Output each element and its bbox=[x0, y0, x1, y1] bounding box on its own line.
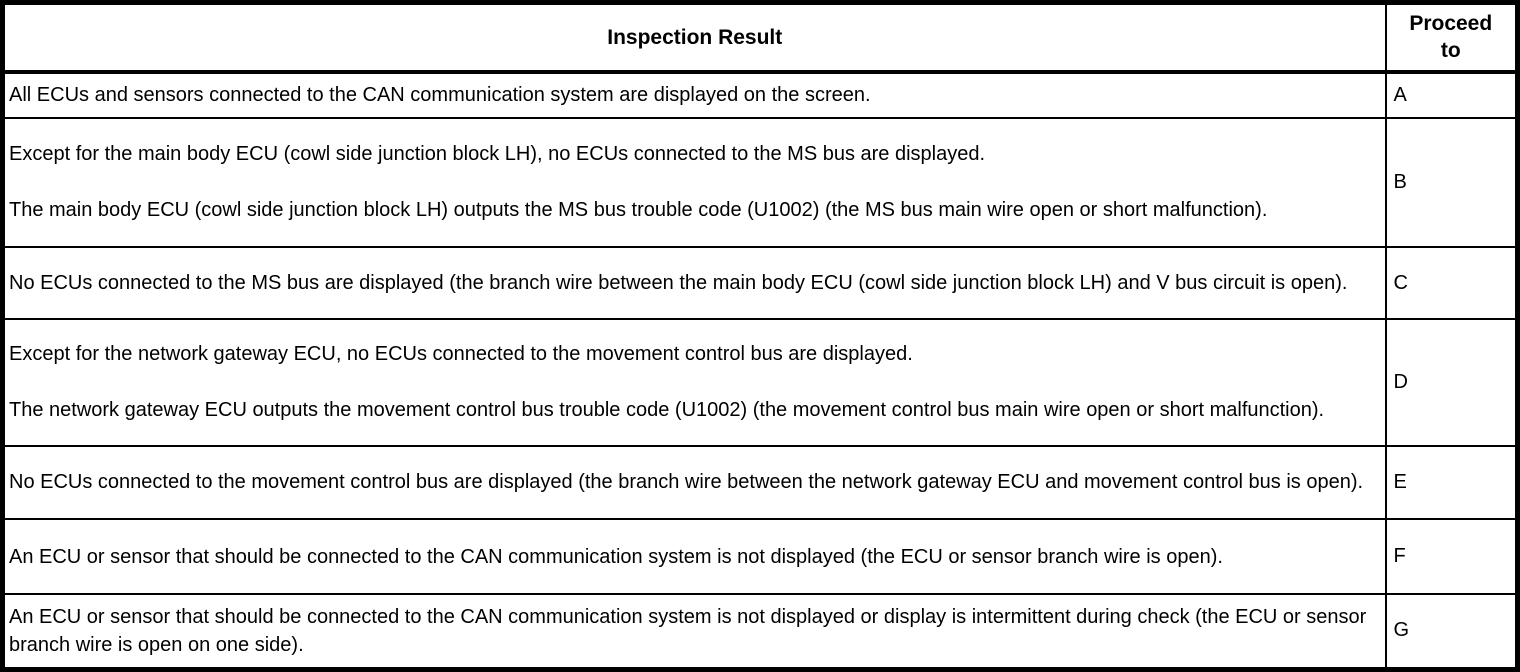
proceed-to-cell: G bbox=[1384, 592, 1519, 671]
inspection-result-cell: Except for the main body ECU (cowl side … bbox=[1, 116, 1387, 249]
inspection-result-cell: No ECUs connected to the movement contro… bbox=[1, 444, 1387, 521]
table-row: All ECUs and sensors connected to the CA… bbox=[1, 70, 1519, 119]
proceed-to-cell: F bbox=[1384, 518, 1519, 595]
table-row: An ECU or sensor that should be connecte… bbox=[1, 592, 1519, 671]
proceed-to-cell: C bbox=[1384, 246, 1519, 320]
inspection-result-cell: No ECUs connected to the MS bus are disp… bbox=[1, 246, 1387, 320]
proceed-to-header: Proceed to bbox=[1384, 1, 1519, 74]
inspection-result-cell: An ECU or sensor that should be connecte… bbox=[1, 592, 1387, 671]
proceed-to-cell: D bbox=[1384, 317, 1519, 447]
proceed-to-cell: B bbox=[1384, 116, 1519, 249]
proceed-to-cell: A bbox=[1384, 70, 1519, 119]
table-row: Except for the main body ECU (cowl side … bbox=[1, 116, 1519, 249]
table-header-row: Inspection Result Proceed to bbox=[1, 1, 1519, 74]
table-row: No ECUs connected to the movement contro… bbox=[1, 444, 1519, 521]
inspection-result-cell: An ECU or sensor that should be connecte… bbox=[1, 518, 1387, 595]
inspection-result-cell: All ECUs and sensors connected to the CA… bbox=[1, 70, 1387, 119]
table-row: No ECUs connected to the MS bus are disp… bbox=[1, 246, 1519, 320]
table-row: Except for the network gateway ECU, no E… bbox=[1, 317, 1519, 447]
proceed-to-cell: E bbox=[1384, 444, 1519, 521]
table-row: An ECU or sensor that should be connecte… bbox=[1, 518, 1519, 595]
inspection-result-cell: Except for the network gateway ECU, no E… bbox=[1, 317, 1387, 447]
inspection-result-header: Inspection Result bbox=[1, 1, 1387, 74]
